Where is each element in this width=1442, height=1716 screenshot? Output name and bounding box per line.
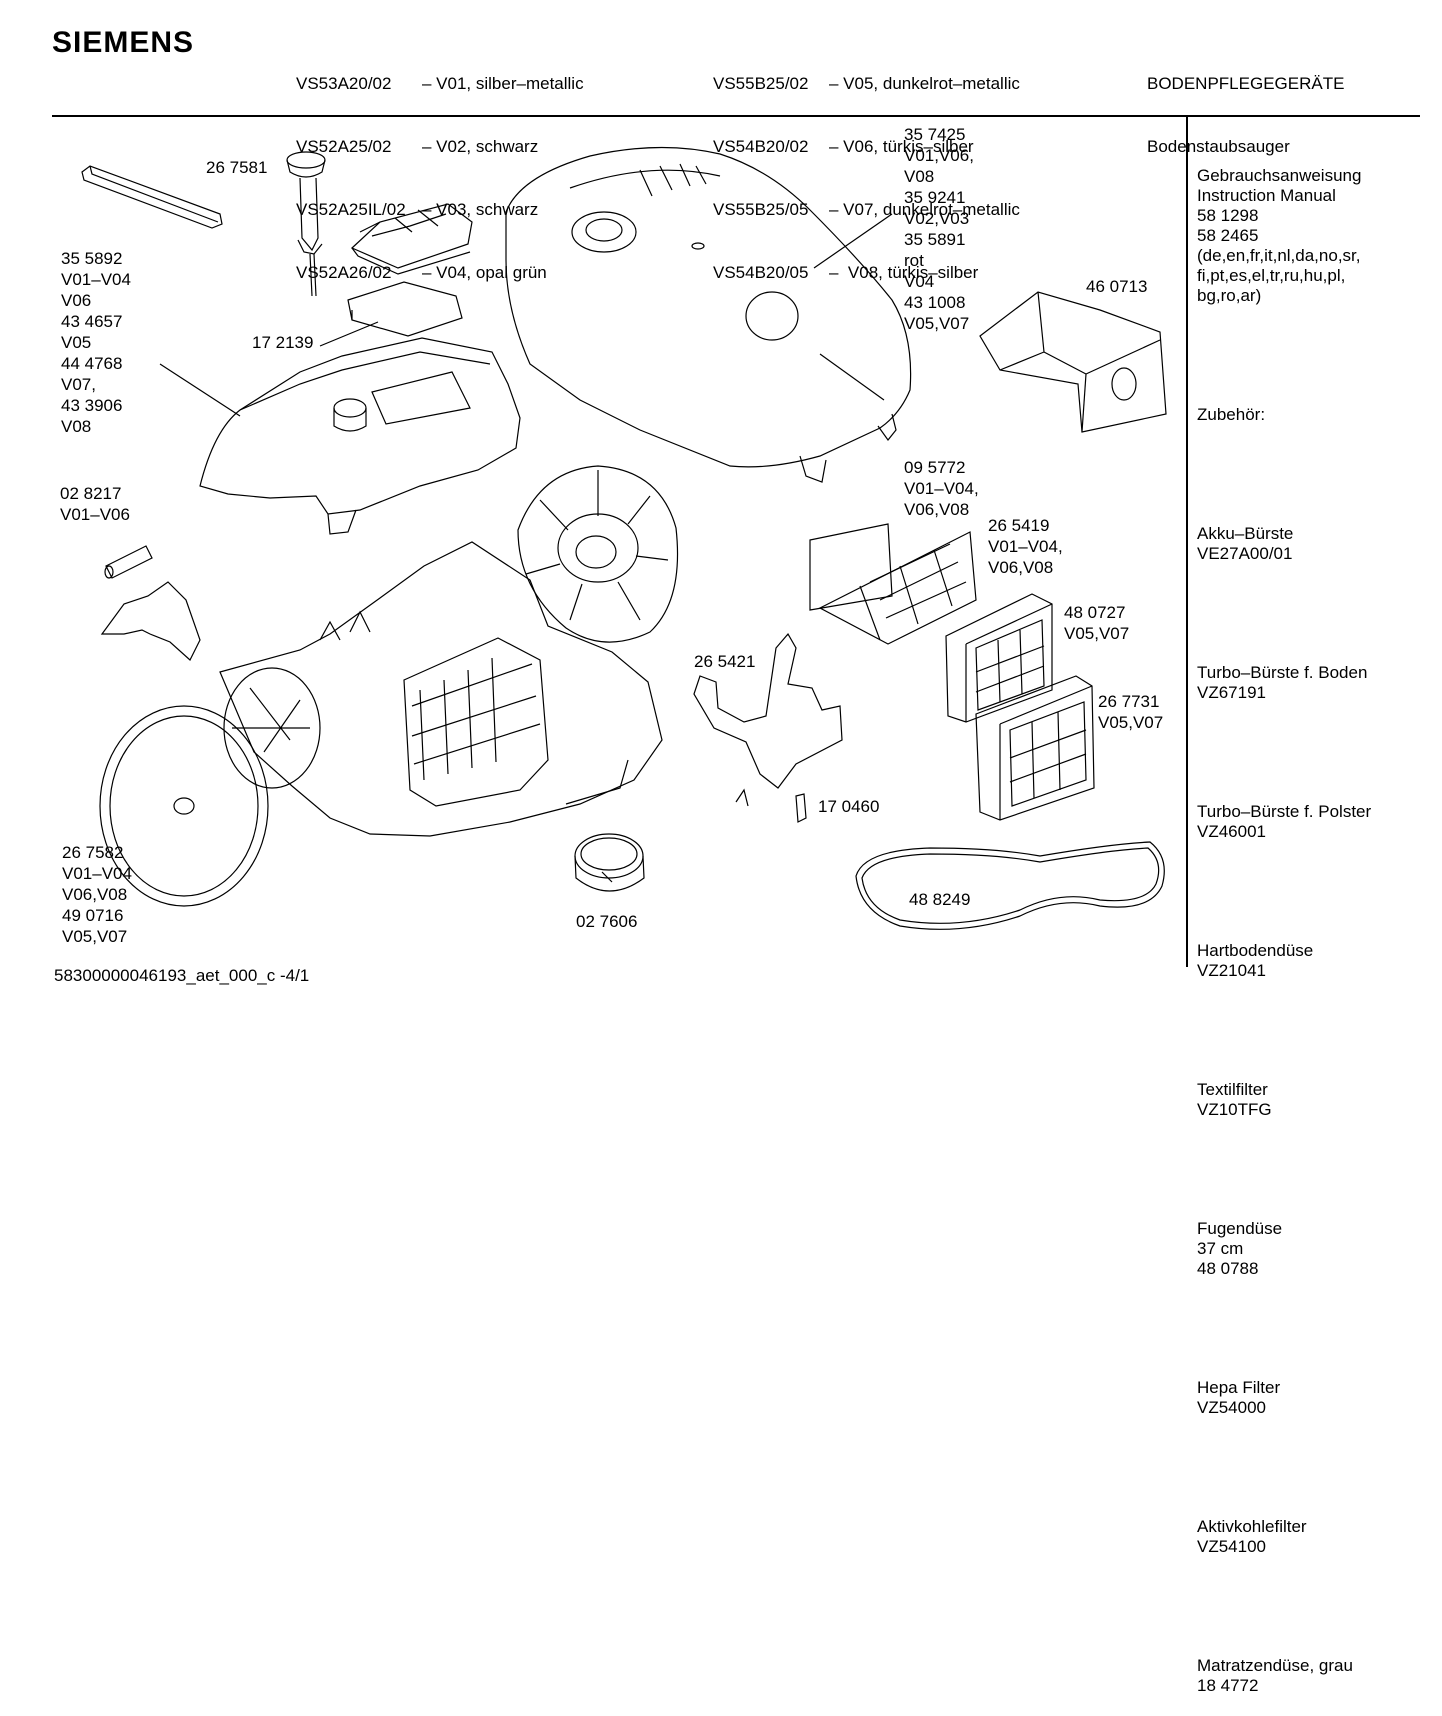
part-label-172139: 17 2139: [252, 333, 314, 352]
brand-logo: SIEMENS: [52, 26, 195, 59]
gasket-strip: [82, 166, 222, 228]
dust-bag: [980, 292, 1166, 432]
part-label-267581: 26 7581: [206, 158, 268, 177]
category-title: BODENPFLEGEGERÄTE: [1147, 74, 1345, 93]
part-label-267582: 26 7582 V01–V04 V06,V08 49 0716 V05,V07: [62, 843, 132, 946]
part-label-265421: 26 5421: [694, 652, 756, 671]
grille-plate: [810, 524, 892, 610]
variants-left: – V01, silber–metallic – V02, schwarz – …: [422, 31, 584, 304]
models-right: VS55B25/02 VS54B20/02 VS55B25/05 VS54B20…: [713, 31, 808, 304]
drive-belt: [856, 842, 1164, 929]
cable-clip: [575, 834, 644, 891]
hepa-filter: [946, 594, 1052, 722]
carbon-filter: [976, 676, 1094, 820]
accessory-item: Turbo–Bürste f. Boden VZ67191: [1197, 663, 1368, 702]
models-left: VS53A20/02 VS52A25/02 VS52A25IL/02 VS52A…: [296, 31, 406, 304]
category-block: BODENPFLEGEGERÄTE Bodenstaubsauger: [1147, 31, 1344, 178]
category-subtitle: Bodenstaubsauger: [1147, 137, 1290, 156]
filter-cartridge: [352, 204, 472, 274]
model-line: VS52A25IL/02: [296, 200, 406, 219]
model-line: VS55B25/02: [713, 74, 809, 93]
accessories-heading: Zubehör:: [1197, 405, 1266, 424]
front-wheel: [100, 668, 320, 906]
variant-line: – V06, türkis–silber: [829, 137, 974, 156]
exploded-parts-drawing: [0, 0, 1442, 1019]
part-label-265419: 26 5419 V01–V04, V06,V08: [988, 516, 1063, 577]
accessory-item: Akku–Bürste VE27A00/01: [1197, 524, 1294, 563]
model-line: VS52A25/02: [296, 137, 392, 156]
document-id: 58300000046193_aet_000_c -4/1: [54, 966, 310, 985]
part-label-480727: 48 0727 V05,V07: [1064, 603, 1130, 643]
part-label-267731: 26 7731 V05,V07: [1098, 692, 1164, 732]
part-label-028217: 02 8217 V01–V06: [60, 484, 130, 524]
top-cover: [160, 338, 520, 534]
accessory-item: Turbo–Bürste f. Polster VZ46001: [1197, 802, 1372, 841]
hose-socket: [105, 546, 152, 578]
variant-line: – V07, dunkelrot–metallic: [829, 200, 1020, 219]
model-line: VS55B25/05: [713, 200, 809, 219]
rear-wheel-disc: [518, 466, 678, 642]
accessory-item: Aktivkohlefilter VZ54100: [1197, 1517, 1307, 1556]
variant-line: – V02, schwarz: [422, 137, 539, 156]
accessory-item: Matratzendüse, grau 18 4772: [1197, 1656, 1353, 1695]
part-label-170460: 17 0460: [818, 797, 880, 816]
variants-right: – V05, dunkelrot–metallic – V06, türkis–…: [829, 31, 1020, 304]
model-line: VS54B20/02: [713, 137, 809, 156]
bracket: [694, 634, 842, 822]
accessory-item: Hartbodendüse VZ21041: [1197, 941, 1314, 980]
part-label-357425: 35 7425 V01,V06, V08 35 9241 V02,V03 35 …: [904, 125, 974, 333]
accessory-item: Hepa Filter VZ54000: [1197, 1378, 1281, 1417]
variant-line: – V05, dunkelrot–metallic: [829, 74, 1020, 93]
model-line: VS53A20/02: [296, 74, 392, 93]
part-label-095772: 09 5772 V01–V04, V06,V08: [904, 458, 979, 519]
accessory-item: Textilfilter VZ10TFG: [1197, 1080, 1272, 1119]
flat-filter: [320, 282, 462, 346]
button-plunger: [287, 152, 325, 296]
accessory-item: Fugendüse 37 cm 48 0788: [1197, 1219, 1283, 1278]
model-line: VS54B20/05: [713, 263, 809, 282]
sidebar-divider: [1186, 117, 1188, 967]
header-rule: [52, 115, 1420, 117]
part-label-460713: 46 0713: [1086, 277, 1148, 296]
part-label-488249: 48 8249: [909, 890, 971, 909]
main-hood: [506, 147, 911, 482]
filter-frame: [820, 532, 976, 644]
accessories-sidebar: Gebrauchsanweisung Instruction Manual 58…: [1197, 126, 1371, 1716]
vacuum-body: [220, 542, 662, 836]
model-line: VS52A26/02: [296, 263, 392, 282]
variant-line: – V08, türkis–silber: [829, 263, 979, 282]
variant-line: – V01, silber–metallic: [422, 74, 584, 93]
part-label-355892: 35 5892 V01–V04 V06 43 4657 V05 44 4768 …: [61, 249, 131, 436]
latch-part: [102, 582, 200, 660]
part-label-027606: 02 7606: [576, 912, 638, 931]
manual-block: Gebrauchsanweisung Instruction Manual 58…: [1197, 166, 1362, 305]
variant-line: – V04, opal grün: [422, 263, 547, 282]
